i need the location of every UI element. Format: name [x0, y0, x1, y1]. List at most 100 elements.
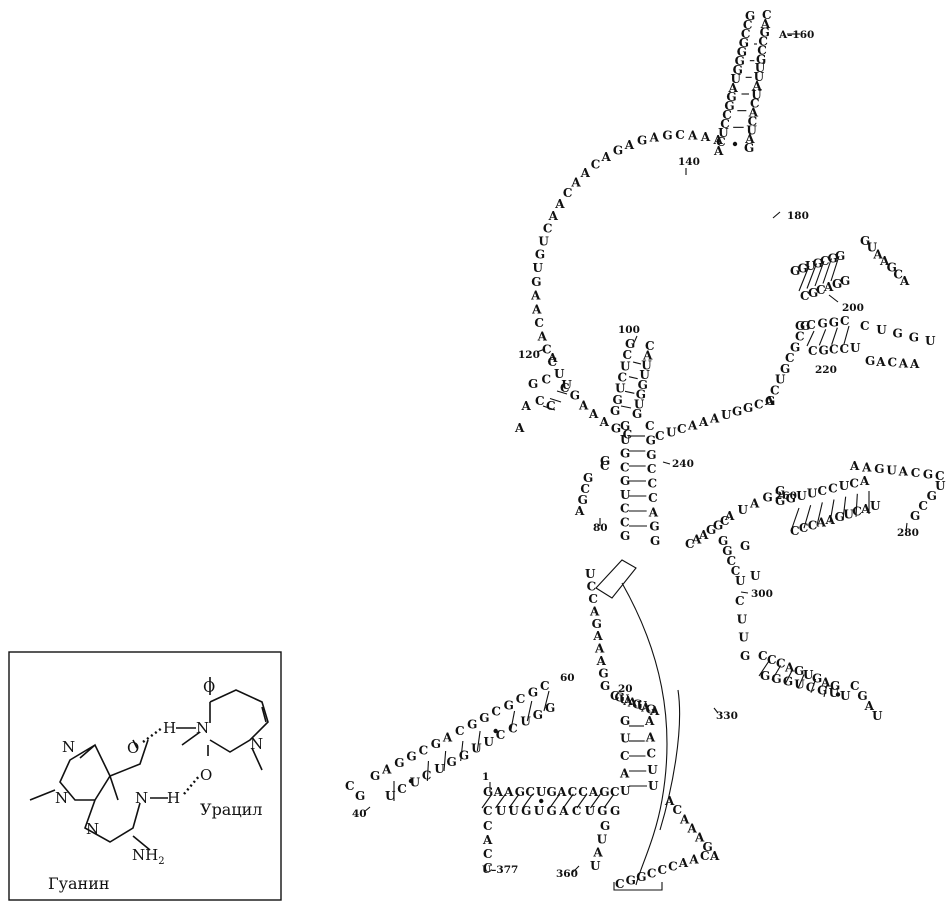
nucleotide-36: A	[687, 128, 698, 142]
nucleotide-173: A	[898, 356, 909, 370]
base-pair-bond	[543, 690, 550, 712]
nucleotide-275: G	[533, 708, 543, 722]
nucleotide-264: G	[479, 711, 489, 725]
nucleotide-266: C	[455, 724, 465, 738]
nucleotide-168: G	[909, 330, 919, 344]
nucleotide-246: G	[857, 689, 867, 703]
pos-label-120: 120	[518, 349, 540, 361]
nucleotide-116: U	[721, 408, 732, 422]
pos-label-60: 60	[560, 672, 575, 684]
base-pair-bond	[806, 330, 815, 347]
nucleotide-289: G	[355, 789, 365, 803]
base-pair-bond	[481, 793, 493, 809]
nucleotide-239: G	[783, 675, 793, 689]
nucleotide-354: A	[687, 822, 698, 836]
nucleotide-325: U	[508, 804, 519, 818]
nucleotide-101: C	[645, 419, 655, 433]
nucleotide-118: G	[743, 401, 753, 415]
nucleotide-30: U	[746, 123, 757, 137]
nucleotide-184: G	[763, 490, 773, 504]
nucleotide-3: C	[741, 27, 751, 41]
nucleotide-193: C	[849, 477, 859, 491]
base-pair-bond	[771, 665, 782, 681]
nucleotide-73: A	[521, 399, 532, 413]
nucleotide-152: G	[887, 261, 897, 275]
nucleotide-136: G	[798, 262, 808, 276]
nucleotide-328: G	[547, 804, 557, 818]
nucleotide-55: A	[530, 289, 541, 303]
h-bond-lower	[183, 774, 201, 795]
nucleotide-160: C	[808, 344, 818, 358]
nucleotide-108: G	[649, 520, 659, 534]
base-pair-bond	[556, 390, 568, 395]
base-pair-bond	[476, 730, 481, 752]
base-pair-bond	[589, 793, 601, 809]
nucleotide-285: U	[410, 775, 421, 789]
nucleotide-102: G	[646, 433, 656, 447]
nucleotide-157: G	[818, 317, 828, 331]
nucleotide-16: A	[713, 144, 724, 158]
nucleotide-219: C	[727, 554, 737, 568]
base-pair-bond	[632, 361, 642, 365]
nucleotide-186: G	[775, 494, 785, 508]
nucleotide-237: G	[760, 669, 770, 683]
nucleotide-47: C	[563, 186, 573, 200]
nucleotide-117: G	[732, 405, 742, 419]
atom-n-imidazole-top: N	[62, 738, 75, 756]
nucleotide-258: G	[600, 679, 610, 693]
nucleotide-109: G	[650, 534, 660, 548]
nucleotide-68: C	[623, 427, 633, 441]
nucleotide-112: C	[677, 422, 687, 436]
nucleotide-283: U	[434, 762, 445, 776]
nucleotide-72: G	[528, 377, 538, 391]
nucleotide-323: C	[483, 804, 493, 818]
nucleotide-141: G	[835, 249, 845, 263]
pos-label-260: 260	[775, 490, 797, 502]
nucleotide-65: A	[588, 407, 599, 421]
nucleotide-338: G	[600, 819, 610, 833]
nucleotide-94: G	[620, 447, 630, 461]
nucleotide-212: C	[935, 469, 945, 483]
nucleotide-35: A	[700, 130, 711, 144]
nucleotide-315: U	[536, 785, 547, 799]
nucleotide-226: U	[738, 631, 749, 645]
base-pair-bond	[797, 674, 805, 689]
pos-label-300: 300	[751, 588, 773, 600]
nucleotide-165: C	[860, 319, 870, 333]
nucleotide-271: G	[394, 756, 404, 770]
nucleotide-309: U	[648, 779, 659, 793]
nucleotide-355: A	[694, 831, 705, 845]
atom-n-imidazole-left: N	[55, 789, 68, 807]
nucleotide-316: G	[547, 785, 557, 799]
uracil-ring	[181, 689, 269, 753]
nucleotide-273: G	[370, 769, 380, 783]
nucleotide-278: C	[496, 728, 506, 742]
nucleotide-342: C	[615, 877, 625, 891]
base-pair-bond	[784, 669, 793, 685]
pseudoknot-connector	[621, 582, 668, 886]
nucleotide-300: G	[620, 714, 630, 728]
nucleotide-276: U	[520, 715, 531, 729]
atom-n-guanine: N	[135, 789, 148, 807]
nucleotide-105: C	[648, 477, 658, 491]
base-pair-bond	[522, 793, 534, 809]
nucleotide-43: A	[601, 150, 612, 164]
nucleotide-312: A	[503, 785, 514, 799]
nucleotide-183: A	[749, 497, 760, 511]
base-pair-bond	[831, 327, 838, 345]
nucleotide-311: A	[493, 785, 504, 799]
nucleotide-22: G	[756, 52, 766, 66]
nucleotide-81: U	[615, 382, 626, 396]
nucleotide-245: C	[850, 679, 860, 693]
nucleotide-4: G	[739, 36, 749, 50]
base-pair-bond	[830, 255, 840, 282]
nucleotide-228: C	[758, 649, 768, 663]
nucleotide-61: U	[554, 367, 565, 381]
nucleotide-67: G	[611, 422, 621, 436]
nucleotide-331: U	[585, 804, 596, 818]
nucleotide-348: A	[678, 856, 689, 870]
nucleotide-153: C	[893, 267, 903, 281]
base-pair-bond	[818, 329, 827, 346]
nucleotide-232: G	[794, 664, 804, 678]
nucleotide-314: C	[525, 785, 535, 799]
